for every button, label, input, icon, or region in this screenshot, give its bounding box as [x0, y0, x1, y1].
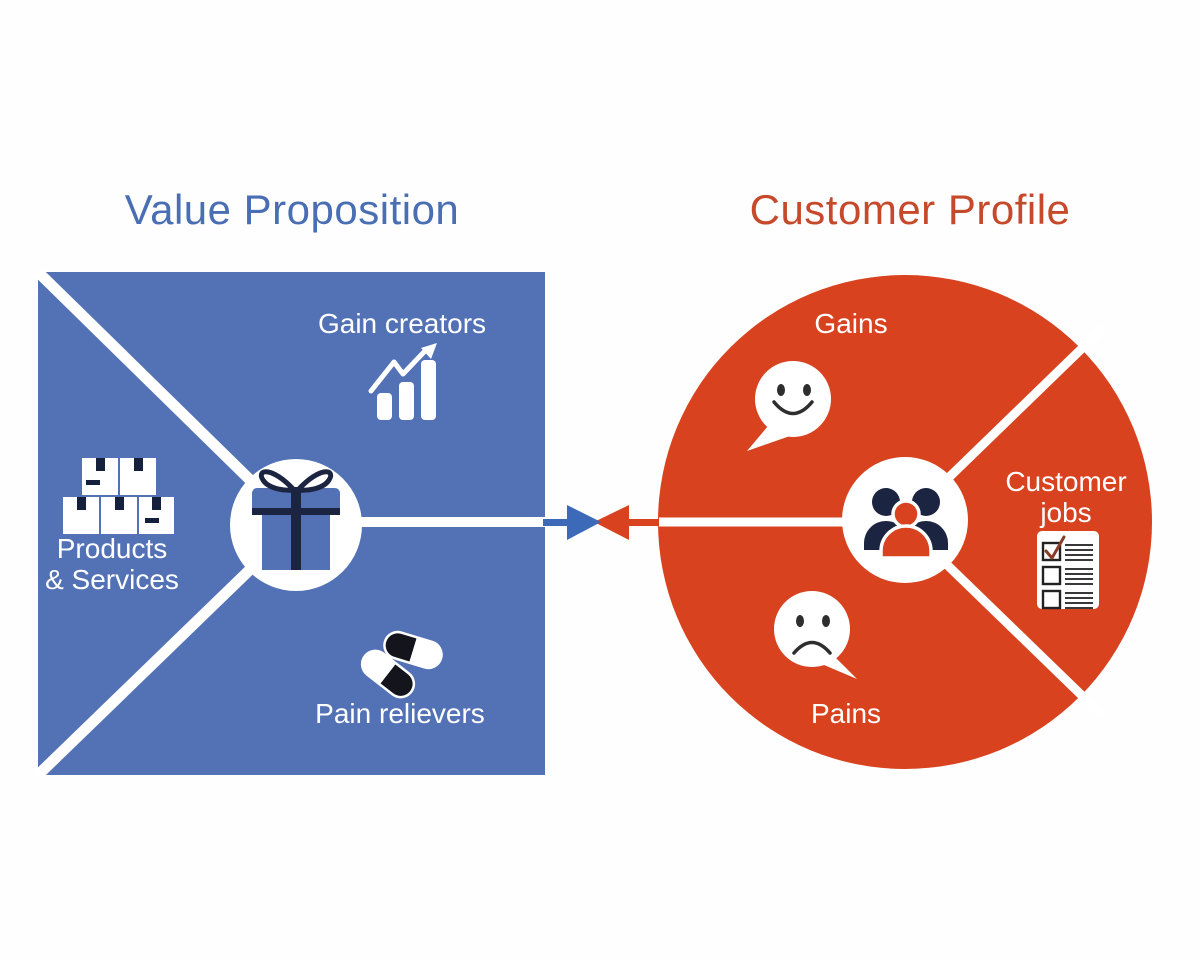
value-proposition-title: Value Proposition [124, 186, 460, 233]
red-arrow-left [594, 505, 661, 540]
trend-line [368, 349, 427, 394]
checklist-text-lines [1065, 544, 1093, 609]
sad-face-bubble-icon [774, 591, 857, 679]
happy-face-bubble-icon [747, 361, 831, 451]
pain-relievers-label: Pain relievers [315, 698, 485, 729]
gift-box-icon [252, 469, 340, 570]
pains-label: Pains [810, 698, 882, 729]
gains-label: Gains [814, 308, 888, 339]
pill-capsules-icon [360, 630, 443, 699]
connector-arrows [543, 505, 661, 540]
customer-profile-circle [658, 275, 1152, 769]
trend-arrowhead [421, 343, 437, 359]
blue-arrow-right [543, 505, 601, 540]
value-proposition-square [34, 268, 545, 779]
products-services-label: Products & Services [45, 533, 179, 596]
checklist-icon [1037, 531, 1099, 610]
customer-jobs-label: Customer jobs [1005, 466, 1127, 529]
stacked-boxes-icon [63, 458, 174, 534]
customer-profile-title: Customer Profile [749, 186, 1071, 233]
people-group-icon [864, 488, 948, 560]
bar-chart-growth-icon [368, 343, 437, 420]
gain-creators-label: Gain creators [317, 308, 487, 339]
